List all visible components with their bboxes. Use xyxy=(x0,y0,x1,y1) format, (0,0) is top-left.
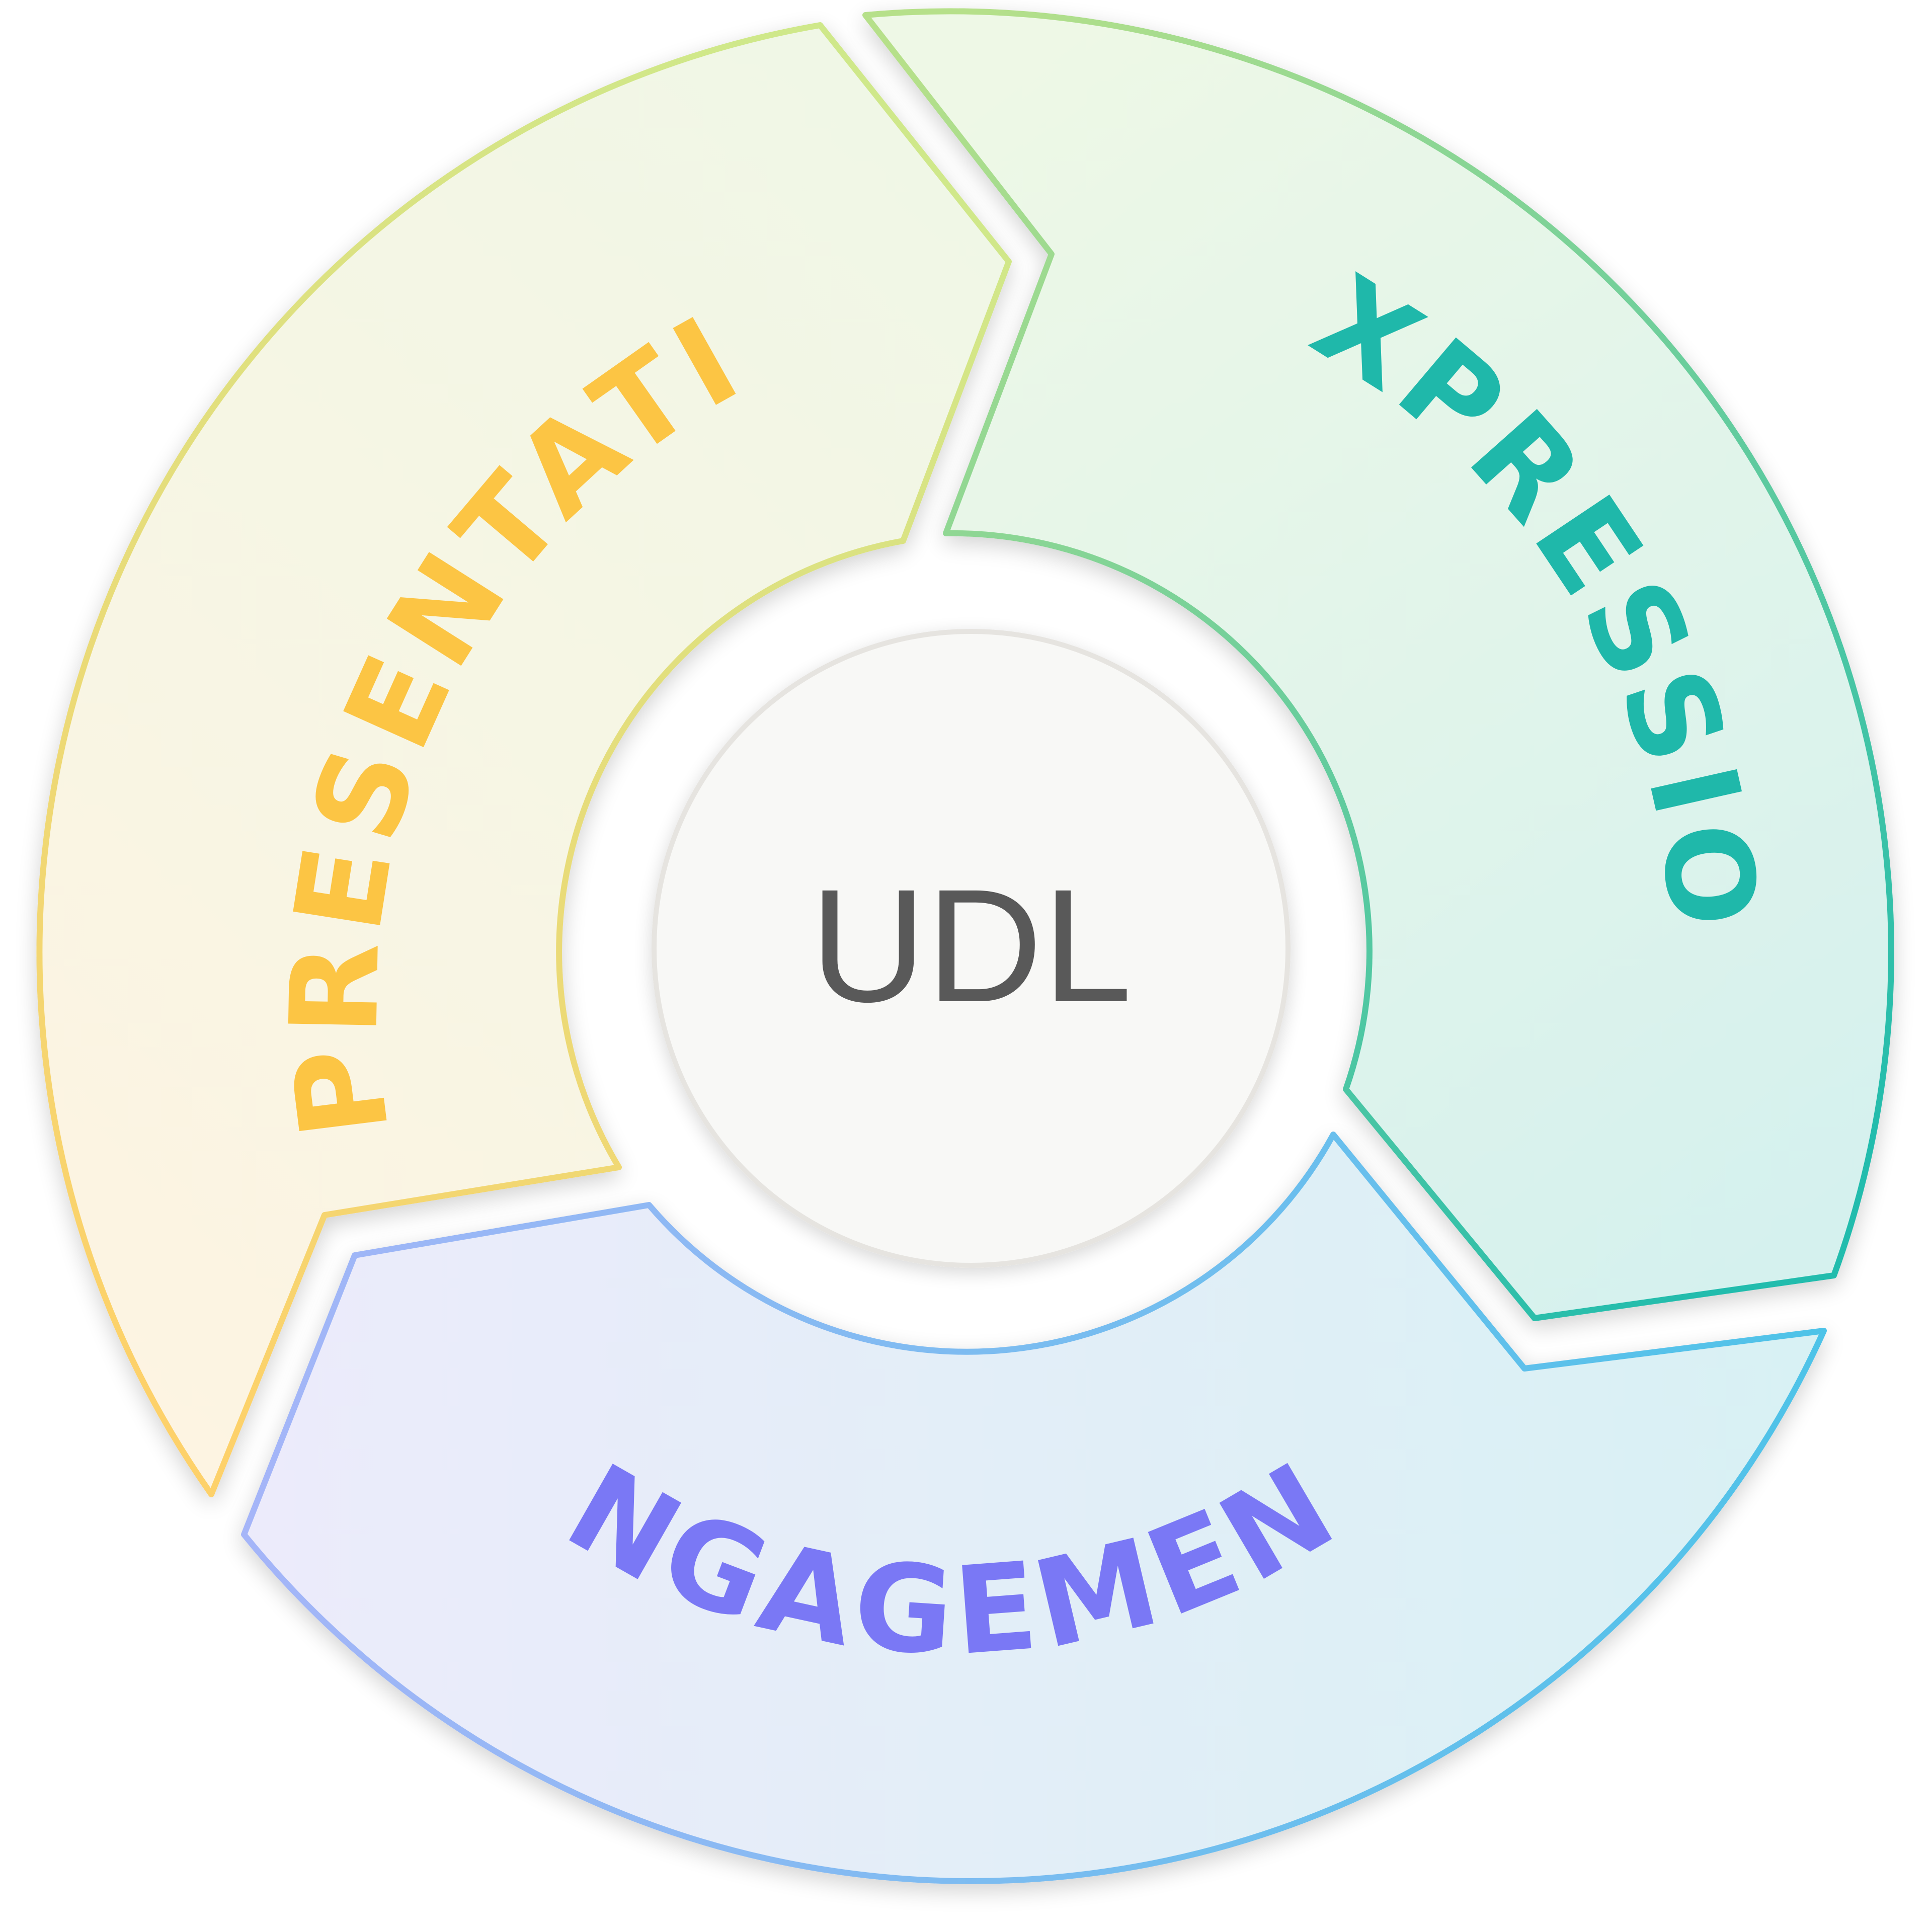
engagement-arrow-shape xyxy=(241,1132,1827,1884)
engagement-segment xyxy=(241,1132,1827,1884)
center-label: UDL xyxy=(810,855,1132,1035)
center-circle xyxy=(652,629,1291,1268)
center-hub xyxy=(652,629,1291,1268)
expression-segment xyxy=(862,8,1894,1321)
representation-segment xyxy=(36,22,1012,1497)
expression-arrow-shape xyxy=(862,8,1894,1321)
representation-arrow-shape xyxy=(36,22,1012,1497)
